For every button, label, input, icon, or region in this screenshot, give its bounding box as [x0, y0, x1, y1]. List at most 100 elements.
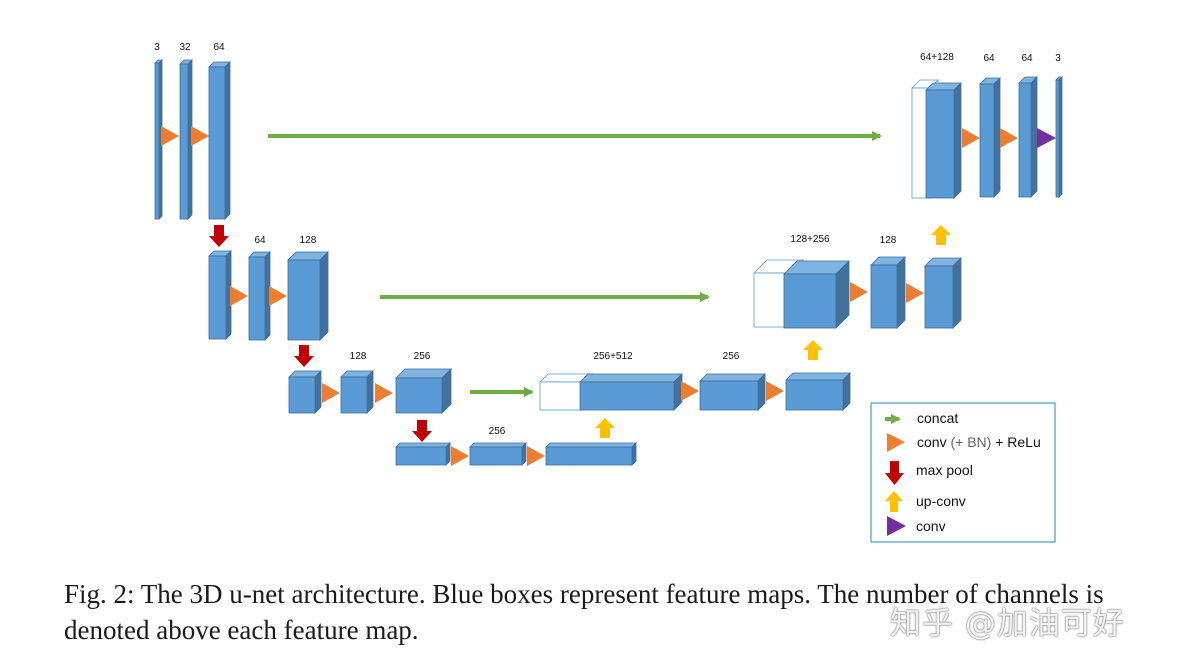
feature-map — [783, 260, 850, 329]
feature-map-front — [288, 376, 316, 414]
feature-map — [340, 370, 374, 414]
feature-map — [785, 372, 851, 411]
feature-map-top — [469, 442, 527, 448]
feature-map — [870, 256, 906, 329]
feature-map-side — [445, 442, 451, 466]
feature-map-side — [521, 442, 527, 466]
channel-label: 64 — [213, 42, 225, 53]
conv-legend-icon — [887, 516, 906, 536]
feature-map-side — [757, 373, 766, 411]
feature-map — [1055, 76, 1063, 198]
feature-map-front — [248, 256, 266, 341]
feature-map-top — [579, 373, 683, 383]
max-pool-arrow — [209, 225, 229, 247]
feature-map-side — [1058, 76, 1063, 198]
legend-label-conv: conv — [916, 518, 946, 534]
up-conv-legend-icon — [885, 491, 903, 512]
channel-labels: 3 32 64 64+128 64 64 3 64 128 128+256 12… — [154, 42, 1061, 437]
channel-label: 32 — [179, 42, 191, 53]
feature-map-top — [785, 372, 851, 381]
feature-map-side — [366, 370, 374, 414]
feature-map-front — [1055, 79, 1060, 198]
feature-map-front — [539, 381, 585, 411]
up-conv-arrow — [803, 340, 823, 360]
channel-label: 128+256 — [790, 234, 830, 245]
feature-map — [248, 251, 271, 341]
feature-map-side — [319, 251, 329, 341]
conv-relu-arrow — [375, 383, 393, 403]
conv-relu-arrow — [681, 381, 699, 401]
feature-map-front — [287, 259, 321, 341]
feature-map-front — [469, 446, 523, 466]
feature-map — [179, 59, 193, 220]
feature-map-side — [993, 77, 1001, 198]
max-pool-legend-icon — [885, 461, 904, 485]
feature-map-top — [395, 442, 451, 448]
feature-map — [545, 442, 637, 466]
legend: concat conv (+ BN) + ReLu max pool up-co… — [870, 402, 1056, 543]
legend-label-max-pool: max pool — [916, 462, 973, 478]
channel-label: 128 — [350, 351, 367, 362]
feature-map-side — [842, 372, 851, 411]
feature-map-front — [395, 446, 447, 466]
conv-relu-arrow — [230, 286, 248, 306]
watermark: 知乎 @加油可好 — [890, 606, 1125, 642]
figure-caption: Fig. 2: The 3D u-net architecture. Blue … — [64, 579, 1104, 645]
conv-relu-arrow — [451, 446, 469, 466]
feature-map-side — [896, 256, 906, 329]
feature-map — [699, 373, 766, 411]
legend-label-up-conv: up-conv — [916, 493, 966, 509]
conv-relu-arrow — [161, 126, 179, 146]
channel-label: 64+128 — [920, 52, 954, 63]
feature-map-front — [154, 62, 160, 220]
conv-relu-arrow — [962, 128, 980, 148]
up-conv-arrow — [931, 225, 951, 245]
feature-map-front — [208, 255, 227, 340]
conv-relu-arrow — [906, 283, 924, 303]
conv-relu-arrow — [1000, 128, 1018, 148]
feature-map — [979, 77, 1001, 198]
channel-label: 256+512 — [593, 351, 633, 362]
conv-relu-legend-icon — [887, 433, 905, 452]
feature-map-front — [179, 63, 189, 220]
max-pool-arrow — [412, 420, 432, 442]
conv-relu-arrow — [269, 286, 287, 306]
conv-relu-arrow — [766, 381, 784, 401]
feature-map-front — [208, 66, 226, 220]
up-conv-arrow — [595, 418, 615, 438]
conv-arrow — [1037, 128, 1056, 148]
feature-map-front — [783, 273, 837, 329]
feature-map-side — [1030, 76, 1038, 198]
feature-map-top — [545, 442, 637, 448]
feature-map-side — [224, 61, 231, 220]
feature-map-front — [925, 89, 955, 199]
feature-map-front — [924, 265, 954, 329]
max-pool-arrow — [294, 345, 314, 367]
feature-map — [469, 442, 527, 466]
feature-map-front — [545, 446, 633, 466]
feature-map — [1018, 76, 1038, 198]
feature-map — [154, 59, 163, 220]
feature-map — [287, 251, 329, 341]
feature-map — [924, 257, 962, 329]
channel-label: 64 — [254, 235, 266, 246]
operation-arrows — [161, 126, 1056, 466]
channel-label: 256 — [723, 351, 740, 362]
legend-label-conv-relu: conv (+ BN) + ReLu — [917, 434, 1041, 450]
channel-label: 3 — [154, 42, 160, 53]
channel-label: 256 — [489, 426, 506, 437]
feature-map-side — [314, 370, 322, 414]
feature-map-side — [631, 442, 637, 466]
feature-maps — [154, 59, 1063, 466]
conv-relu-arrow — [850, 282, 868, 302]
feature-map — [208, 250, 232, 340]
channel-label: 128 — [880, 235, 897, 246]
feature-map — [208, 61, 231, 220]
feature-map-top — [699, 373, 766, 382]
feature-map — [395, 442, 451, 466]
conv-relu-arrow — [191, 126, 209, 146]
feature-map-front — [785, 379, 844, 411]
feature-map-front — [1018, 82, 1032, 198]
feature-map — [579, 373, 683, 411]
